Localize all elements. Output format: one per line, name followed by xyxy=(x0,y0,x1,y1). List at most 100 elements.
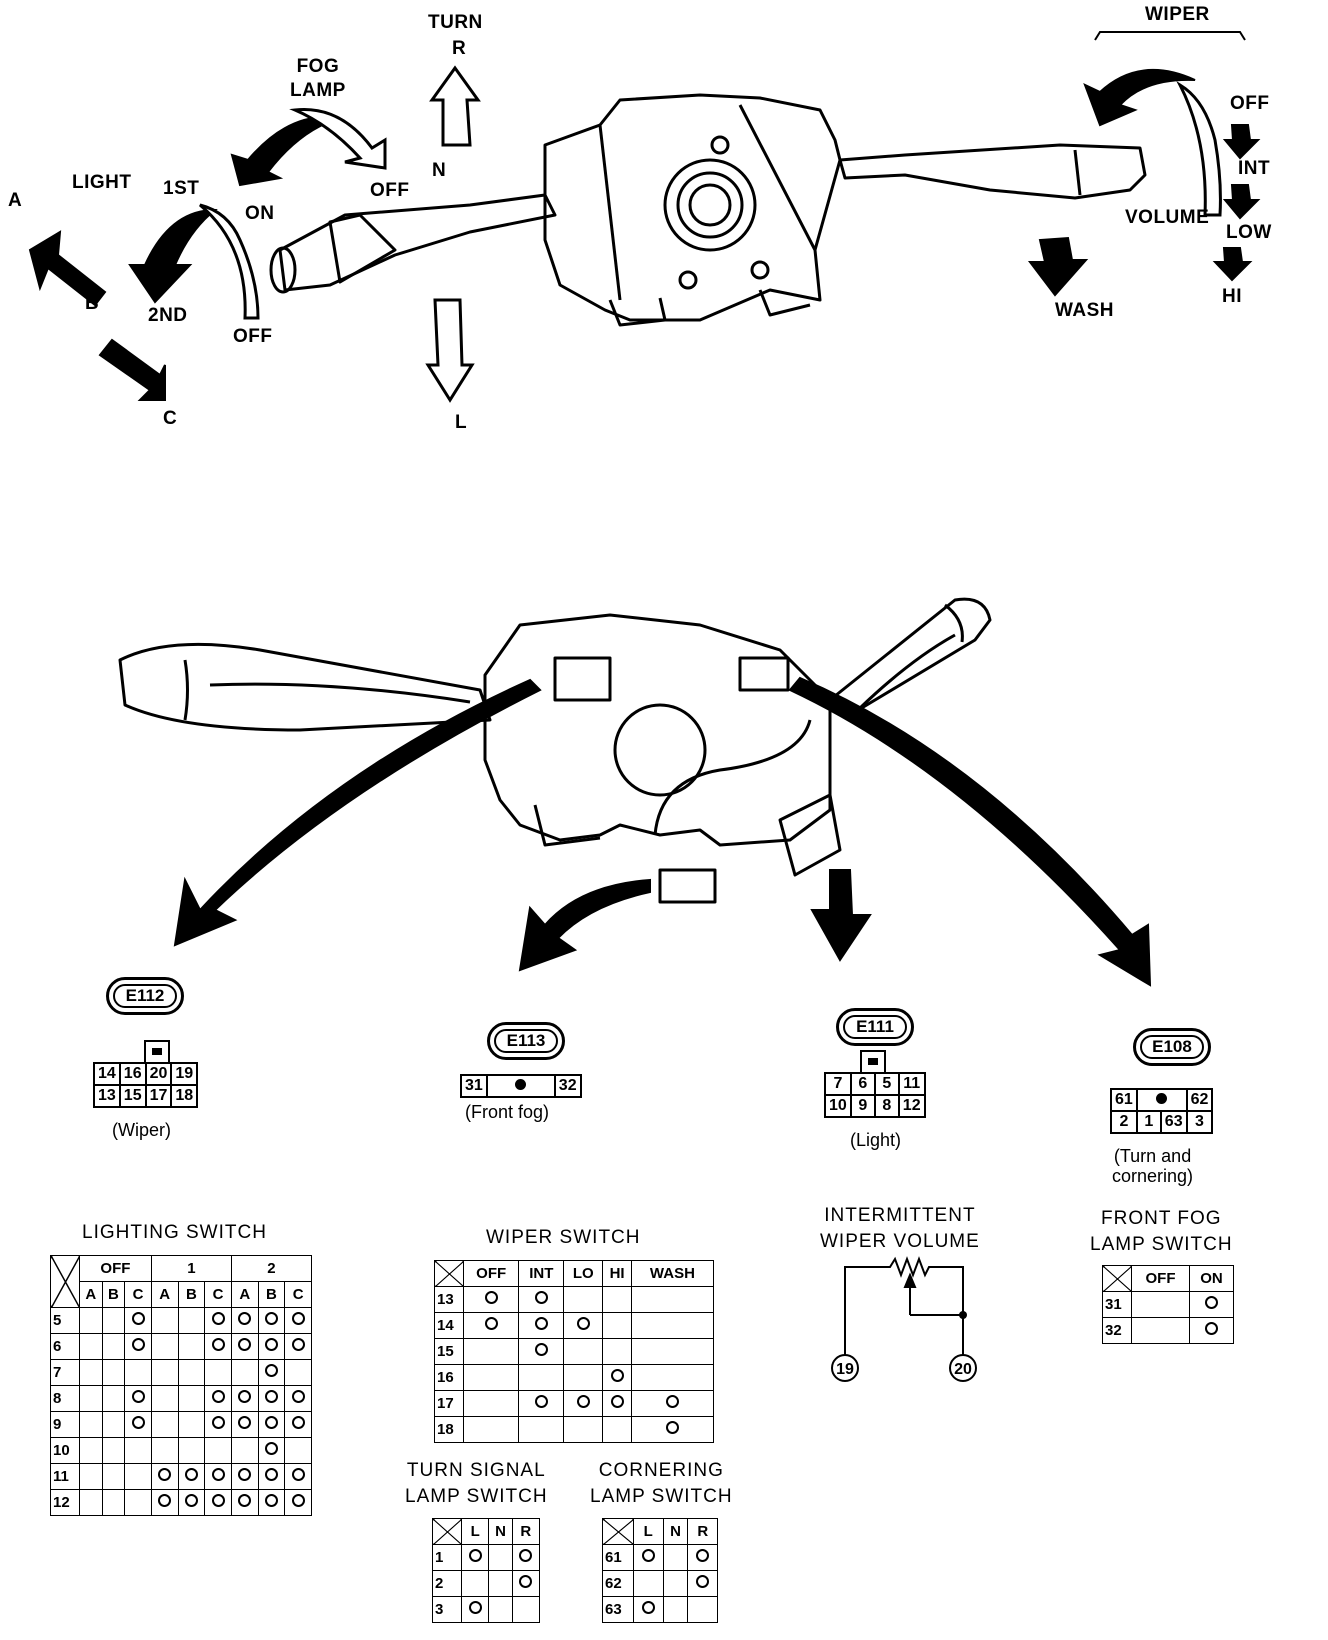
contact-cell xyxy=(630,1416,715,1443)
arrow-to-e112-icon xyxy=(173,678,542,947)
contact-cell xyxy=(511,1596,541,1623)
contact-cell xyxy=(563,1286,604,1313)
connector-badge-e112: E112 xyxy=(106,977,184,1015)
contact-cell xyxy=(602,1416,632,1443)
col-header: A xyxy=(150,1281,179,1308)
contact-dot-icon xyxy=(158,1468,172,1481)
row-header: 31 xyxy=(1102,1291,1132,1318)
contact-cell xyxy=(257,1463,286,1490)
contact-cell xyxy=(79,1333,103,1360)
contact-cell xyxy=(1130,1291,1191,1318)
contact-cell xyxy=(462,1312,520,1339)
contact-cell xyxy=(687,1570,718,1597)
contact-dot-icon xyxy=(484,1317,498,1330)
contact-dot-icon xyxy=(576,1317,590,1330)
contact-cell xyxy=(204,1385,232,1412)
contact-cell xyxy=(124,1411,152,1438)
contact-cell xyxy=(230,1411,259,1438)
contact-cell xyxy=(1189,1291,1234,1318)
col-header: A xyxy=(79,1281,103,1308)
contact-cell xyxy=(602,1286,632,1313)
contact-cell xyxy=(518,1416,565,1443)
contact-cell xyxy=(563,1416,604,1443)
arrow-fog-off-icon xyxy=(289,107,387,170)
contact-dot-icon xyxy=(610,1369,624,1382)
contact-cell xyxy=(563,1338,604,1365)
e112-key xyxy=(144,1040,170,1064)
contact-dot-icon xyxy=(238,1416,252,1429)
contact-cell xyxy=(630,1364,715,1391)
contact-cell xyxy=(101,1411,126,1438)
contact-cell xyxy=(462,1286,520,1313)
contact-dot-icon xyxy=(696,1575,710,1588)
contact-cell xyxy=(79,1463,103,1490)
contact-cell xyxy=(124,1359,152,1386)
label-pos-b: B xyxy=(85,293,100,314)
contact-cell xyxy=(177,1463,206,1490)
table-row: 17 xyxy=(434,1390,715,1417)
contact-cell xyxy=(79,1411,103,1438)
contact-dot-icon xyxy=(211,1312,225,1325)
contact-cell xyxy=(101,1437,126,1464)
contact-cell xyxy=(1130,1317,1191,1344)
contact-cell xyxy=(204,1307,232,1334)
table-row: 9 xyxy=(50,1411,312,1438)
label-light-2nd: 2ND xyxy=(148,305,188,326)
label-wiper-int: INT xyxy=(1238,158,1271,179)
contact-dot-icon xyxy=(184,1468,198,1481)
contact-cell xyxy=(230,1307,259,1334)
contact-dot-icon xyxy=(291,1494,305,1507)
label-turn: TURN xyxy=(428,12,483,33)
label-light-1st: 1ST xyxy=(163,178,200,199)
contact-cell xyxy=(124,1489,152,1516)
contact-cell xyxy=(518,1364,565,1391)
contact-cell xyxy=(284,1359,312,1386)
row-header: 10 xyxy=(50,1437,80,1464)
col-header: B xyxy=(101,1281,126,1308)
row-header: 32 xyxy=(1102,1317,1132,1344)
col-header: C xyxy=(124,1281,152,1308)
contact-dot-icon xyxy=(131,1312,145,1325)
col-header: B xyxy=(257,1281,286,1308)
label-pos-a: A xyxy=(8,190,23,211)
contact-cell xyxy=(563,1364,604,1391)
table-row: 16 xyxy=(434,1364,715,1391)
label-fog-lamp: FOG LAMP xyxy=(290,56,346,101)
contact-cell xyxy=(101,1385,126,1412)
e111-key xyxy=(860,1050,886,1074)
contact-cell xyxy=(150,1411,179,1438)
terminal-20: 20 xyxy=(954,1361,972,1378)
contact-cell xyxy=(633,1570,664,1597)
contact-dot-icon xyxy=(641,1601,655,1614)
contact-cell xyxy=(518,1390,565,1417)
wiper-lever xyxy=(838,143,1147,200)
contact-dot-icon xyxy=(264,1338,278,1351)
contact-dot-icon xyxy=(534,1291,548,1304)
contact-dot-icon xyxy=(291,1312,305,1325)
contact-cell xyxy=(204,1359,232,1386)
col-header: R xyxy=(687,1518,718,1545)
row-header: 2 xyxy=(432,1570,462,1597)
table-row: 31 xyxy=(1102,1291,1234,1318)
contact-dot-icon xyxy=(211,1494,225,1507)
contact-cell xyxy=(602,1312,632,1339)
connector-plug xyxy=(658,868,717,904)
contact-cell xyxy=(101,1359,126,1386)
arrow-int-low-icon xyxy=(1222,184,1261,220)
label-wiper-hi: HI xyxy=(1222,286,1242,307)
col-header: N xyxy=(662,1518,689,1545)
switch-illustration-top xyxy=(28,31,1261,403)
contact-dot-icon xyxy=(1205,1322,1218,1335)
contact-cell xyxy=(687,1544,718,1571)
table-row: 7 xyxy=(50,1359,312,1386)
contact-dot-icon xyxy=(264,1442,278,1455)
contact-cell xyxy=(284,1385,312,1412)
contact-cell xyxy=(462,1364,520,1391)
contact-dot-icon xyxy=(291,1390,305,1403)
contact-cell xyxy=(79,1359,103,1386)
contact-cell xyxy=(204,1463,232,1490)
contact-cell xyxy=(257,1385,286,1412)
